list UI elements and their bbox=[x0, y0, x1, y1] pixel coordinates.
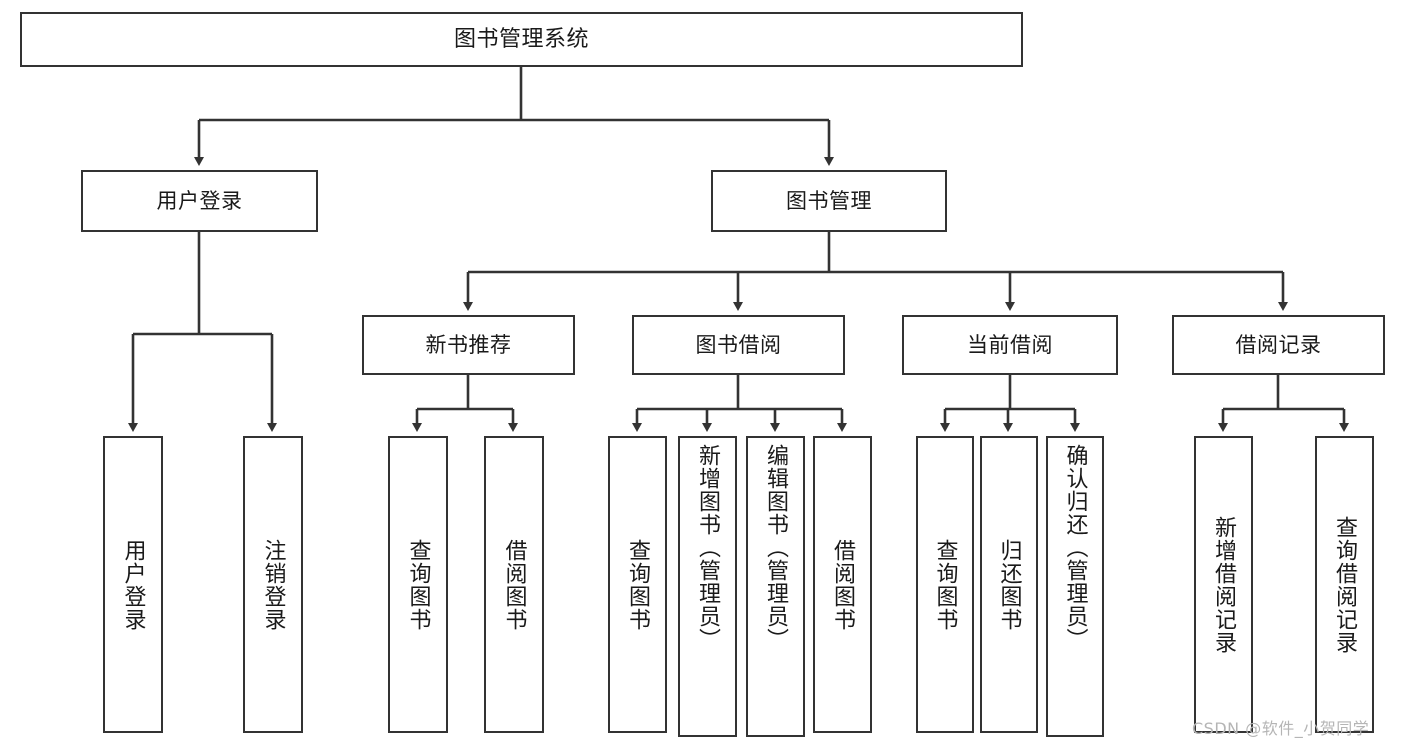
node-label: 图书管理 bbox=[786, 188, 872, 213]
node-label: 查询图书 bbox=[405, 538, 431, 631]
node-label: 查询借阅记录 bbox=[1332, 515, 1358, 654]
node-label: 新书推荐 bbox=[425, 332, 512, 357]
node-label: 图书管理系统 bbox=[453, 26, 589, 52]
node-label: 用户登录 bbox=[120, 538, 146, 631]
node-new-book-recommend[interactable]: 新书推荐 bbox=[362, 315, 575, 375]
node-label: 新增借阅记录 bbox=[1211, 515, 1237, 654]
leaf-current-borrow-return-book[interactable]: 归还图书 bbox=[980, 436, 1038, 733]
leaf-book-borrow-add-book-admin[interactable]: 新增图书（管理员） bbox=[678, 436, 737, 737]
leaf-user-login-login[interactable]: 用户登录 bbox=[103, 436, 163, 733]
leaf-current-borrow-query-book[interactable]: 查询图书 bbox=[916, 436, 974, 733]
node-borrow-record[interactable]: 借阅记录 bbox=[1172, 315, 1385, 375]
node-label: 新增图书（管理员） bbox=[695, 444, 721, 651]
node-label: 注销登录 bbox=[260, 538, 286, 631]
node-label: 查询图书 bbox=[932, 538, 958, 631]
leaf-new-book-query-book[interactable]: 查询图书 bbox=[388, 436, 448, 733]
node-book-management[interactable]: 图书管理 bbox=[711, 170, 947, 232]
leaf-user-login-logout[interactable]: 注销登录 bbox=[243, 436, 303, 733]
node-label: 确认归还（管理员） bbox=[1062, 444, 1088, 651]
node-book-borrow[interactable]: 图书借阅 bbox=[632, 315, 845, 375]
node-label: 图书借阅 bbox=[695, 332, 782, 357]
leaf-book-borrow-borrow-book[interactable]: 借阅图书 bbox=[813, 436, 872, 733]
node-label: 借阅记录 bbox=[1235, 332, 1322, 357]
node-root-book-management-system[interactable]: 图书管理系统 bbox=[20, 12, 1023, 67]
node-label: 查询图书 bbox=[625, 538, 651, 631]
leaf-borrow-record-query-record[interactable]: 查询借阅记录 bbox=[1315, 436, 1374, 733]
node-label: 当前借阅 bbox=[967, 332, 1053, 357]
leaf-current-borrow-confirm-return-admin[interactable]: 确认归还（管理员） bbox=[1046, 436, 1104, 737]
leaf-borrow-record-add-record[interactable]: 新增借阅记录 bbox=[1194, 436, 1253, 733]
node-label: 用户登录 bbox=[156, 188, 243, 213]
node-label: 借阅图书 bbox=[501, 538, 527, 631]
leaf-book-borrow-query-book[interactable]: 查询图书 bbox=[608, 436, 667, 733]
node-label: 归还图书 bbox=[996, 538, 1022, 631]
node-user-login[interactable]: 用户登录 bbox=[81, 170, 318, 232]
node-label: 借阅图书 bbox=[830, 538, 856, 631]
node-current-borrow[interactable]: 当前借阅 bbox=[902, 315, 1118, 375]
node-label: 编辑图书（管理员） bbox=[763, 444, 789, 651]
leaf-book-borrow-edit-book-admin[interactable]: 编辑图书（管理员） bbox=[746, 436, 805, 737]
leaf-new-book-borrow-book[interactable]: 借阅图书 bbox=[484, 436, 544, 733]
csdn-watermark: CSDN @软件_小贺同学 bbox=[1192, 719, 1370, 738]
